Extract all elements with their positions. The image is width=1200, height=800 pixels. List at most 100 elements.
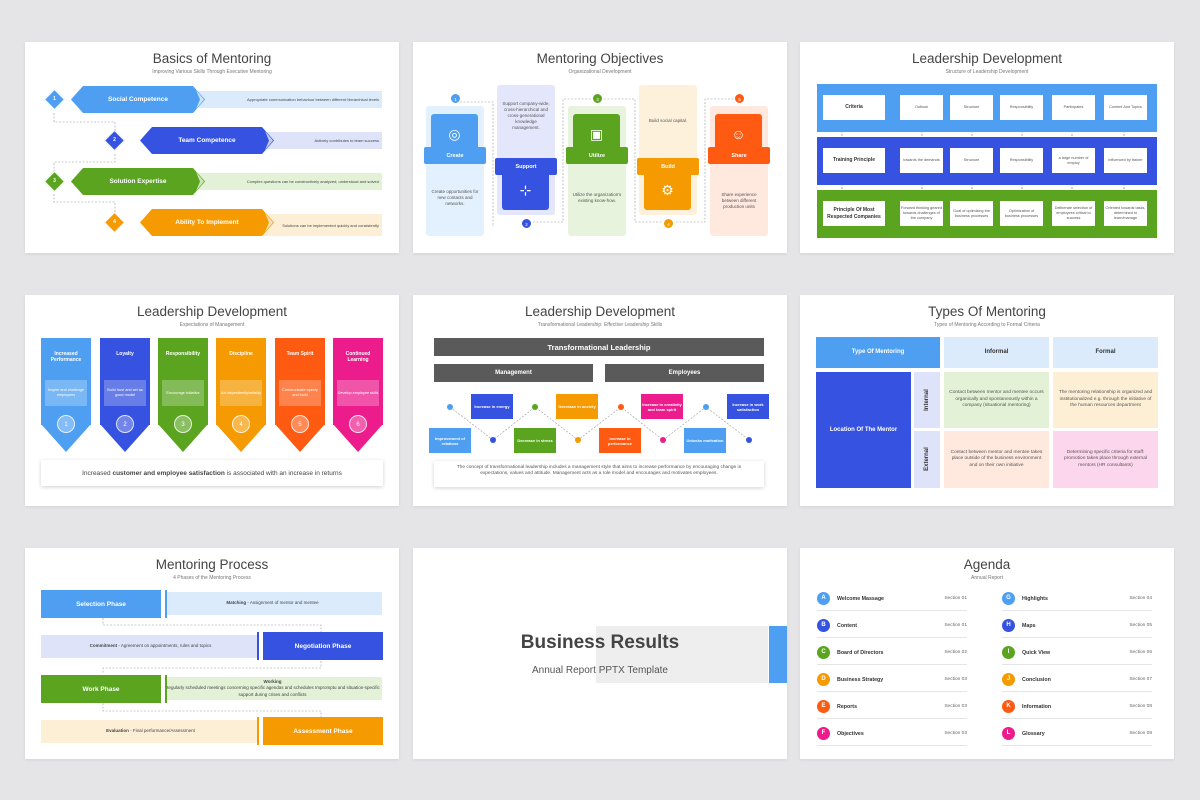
agenda-label: Business Strategy — [837, 676, 884, 683]
slide-title: Leadership Development — [136, 304, 288, 319]
connector-dot — [447, 404, 453, 410]
row-cell: Goal of optimizing the business processe… — [950, 201, 993, 226]
slide-mentoring-objectives[interactable]: Mentoring Objectives Organizational Deve… — [413, 42, 787, 253]
accent-bar — [769, 626, 787, 683]
row-cell: Deliberate selection of employees critic… — [1052, 201, 1095, 226]
slide-leadership-structure[interactable]: Leadership Development Structure of Lead… — [800, 42, 1174, 253]
location-label: Location Of The Mentor — [816, 372, 911, 488]
expectation-number: 4 — [232, 415, 250, 433]
row-cell: influenced by trainer — [1104, 148, 1147, 173]
pencil-body — [275, 338, 325, 425]
objective-number: 5 — [734, 93, 745, 104]
slide-transformational-leadership[interactable]: Leadership Development Transformational … — [413, 295, 787, 506]
expectation-text: Communicate openly and build — [279, 380, 321, 406]
expectation-pencil: Discipline Act dependently/reliably 4 — [216, 338, 266, 452]
arrow-shape — [140, 127, 274, 154]
objective-text: Utilize the organization's existing know… — [572, 192, 622, 204]
slide-title: Agenda — [963, 557, 1011, 572]
main-bar: Transformational Leadership — [434, 338, 764, 356]
slide-leadership-expectations[interactable]: Leadership Development Expectations of M… — [25, 295, 399, 506]
competence-desc: Appropriate communication behaviour betw… — [195, 91, 382, 108]
effect-box: Decrease in anxiety — [556, 394, 598, 419]
arrow-shape — [140, 209, 274, 236]
connector-lines — [102, 618, 322, 717]
row-cell: Oriented towards tasks, determined to le… — [1104, 201, 1147, 226]
effect-box: Increase in performance — [599, 428, 641, 453]
agenda-letter: F — [817, 727, 830, 740]
objective-text: Build social capital. — [648, 118, 688, 123]
phase-desc-text: Regularly scheduled meetings concerning … — [165, 685, 380, 697]
agenda-section: Section 02 — [944, 650, 967, 655]
cover-title: Business Results — [520, 632, 680, 653]
slide-subtitle: Organizational Development — [568, 69, 632, 75]
agenda-letter: H — [1002, 619, 1015, 632]
expectation-text: Develop employee skills — [337, 380, 379, 406]
zigzag-connector — [449, 406, 750, 441]
phase-desc-title: Evaluation — [106, 728, 129, 734]
row-cell: Optimization of business processes — [1000, 201, 1043, 226]
expectation-label: Increased Performance — [50, 351, 82, 363]
criteria-row: Criteria Outlook Structure Responsibilit… — [817, 84, 1157, 132]
summary-emphasis: customer and employee satisfaction — [112, 469, 225, 477]
objective-number: 3 — [592, 93, 603, 104]
slide-business-results[interactable]: Business Results Annual Report PPTX Temp… — [413, 548, 787, 759]
agenda-section: Section 01 — [944, 623, 967, 628]
agenda-section: Section 03 — [944, 704, 967, 709]
external-label: External — [923, 447, 930, 472]
expectation-label: Team Spirit — [286, 351, 314, 357]
competence-desc: Solutions can be implemented quickly and… — [255, 214, 382, 236]
agenda-label: Glossary — [1022, 730, 1045, 737]
slide-title: Leadership Development — [524, 304, 676, 319]
row-label: Principle Of Most Respected Companies — [823, 201, 885, 226]
slide-mentoring-process[interactable]: Mentoring Process 4 Phases of the Mentor… — [25, 548, 399, 759]
external-informal-cell: Contact between mentor and mentee takes … — [944, 431, 1049, 488]
competence-label: Ability To Implement — [175, 218, 239, 226]
assessment-phase: Assessment Phase — [259, 717, 383, 745]
agenda-letter: K — [1002, 700, 1015, 713]
slide-title: Basics of Mentoring — [152, 51, 272, 66]
connector-dot — [618, 404, 624, 410]
gear-icon: ⚙ — [644, 170, 691, 210]
row-cell: Content And Topics — [1104, 95, 1147, 120]
slide-types-of-mentoring[interactable]: Types Of Mentoring Types of Mentoring Ac… — [800, 295, 1174, 506]
title-backdrop — [596, 626, 768, 683]
agenda-letter: G — [1002, 592, 1015, 605]
slide-basics-of-mentoring[interactable]: Basics of Mentoring Improving Various Sk… — [25, 42, 399, 253]
phase-desc-text: - Final performance/Assessment — [128, 728, 195, 734]
agenda-label: Reports — [837, 703, 858, 710]
row-cell: Outlook — [900, 95, 943, 120]
row-cell: Responsibility — [1000, 95, 1043, 120]
agenda-section: Section 01 — [944, 596, 967, 601]
connector-dot — [490, 437, 496, 443]
connector-dot — [532, 404, 538, 410]
slide-subtitle: 4 Phases of the Mentoring Process — [173, 575, 251, 581]
objective-label: Utilize — [566, 147, 628, 164]
agenda-letter: A — [817, 592, 830, 605]
competence-label: Solution Expertise — [109, 177, 167, 185]
effect-box: Increase in creativity and team spirit — [641, 394, 683, 419]
internal-formal-cell: The mentoring relationship is organized … — [1053, 372, 1158, 428]
row-label: Criteria — [823, 95, 885, 120]
objective-text: Support company-wide, cross-hierarchical… — [502, 101, 550, 131]
expectation-pencil: Responsibility Encourage initiative 3 — [158, 338, 208, 452]
agenda-letter: D — [817, 673, 830, 686]
effect-box: Unlocks motivation — [684, 428, 726, 453]
pencil-body — [333, 338, 383, 425]
phase-desc-text: - Agreement on appointments, rules and t… — [117, 643, 212, 649]
summary-text: is associated with an increase in return… — [226, 469, 342, 477]
type-header: Type Of Mentoring — [816, 337, 940, 368]
effect-box: Increase in energy — [471, 394, 513, 419]
